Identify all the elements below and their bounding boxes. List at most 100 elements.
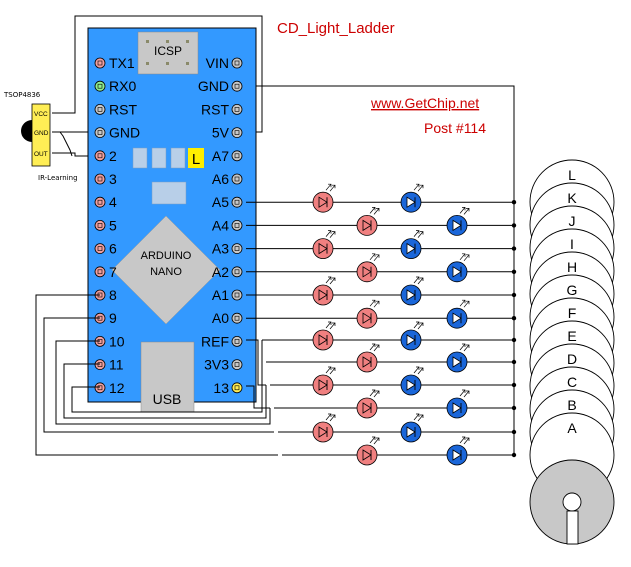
pin-label: TX1	[109, 55, 135, 71]
pin-label: 9	[109, 310, 117, 326]
pin-pad	[94, 80, 106, 92]
wire-pin-9	[43, 317, 274, 433]
wires	[52, 15, 515, 455]
usb-connector	[140, 341, 195, 413]
pin-pad	[94, 57, 106, 69]
website-link[interactable]: www.GetChip.net	[370, 95, 479, 111]
pin-pad	[94, 219, 106, 231]
blue-led-row-a1	[400, 276, 424, 306]
icsp-header	[137, 31, 199, 75]
right-pin-13: 13	[213, 380, 243, 396]
disc-letter: K	[567, 190, 577, 206]
sensor-body	[31, 103, 51, 167]
pin-pad	[231, 312, 243, 324]
pin-hole	[234, 269, 240, 275]
pin-label: A7	[212, 148, 229, 164]
disc-letter: D	[567, 351, 577, 367]
board-name-line2: NANO	[150, 266, 182, 278]
right-pin-a4: A4	[212, 217, 243, 233]
right-pin-a1: A1	[212, 287, 243, 303]
left-pin-rx0: RX0	[94, 78, 136, 94]
disc-letter: J	[569, 213, 576, 229]
blue-led-lower-0	[400, 321, 424, 351]
pin-pad	[94, 173, 106, 185]
pin-label: 7	[109, 264, 117, 280]
pin-label: GND	[198, 78, 229, 94]
pin-hole	[234, 223, 240, 228]
blue-led-row-a5	[400, 183, 424, 213]
pin-pad	[94, 359, 106, 371]
left-pin-12: 12	[94, 380, 125, 396]
right-pin-gnd: GND	[198, 78, 243, 94]
pin-hole	[234, 362, 240, 367]
junction-dot	[511, 223, 517, 228]
pin-hole	[97, 60, 103, 66]
right-pin-a6: A6	[212, 171, 243, 187]
pin-pad	[231, 196, 243, 208]
pin-label: 3	[109, 171, 117, 187]
pin-pad	[231, 382, 243, 394]
left-pin-tx1: TX1	[94, 55, 135, 71]
left-pin-11: 11	[94, 357, 124, 373]
status-led-1	[132, 147, 148, 169]
right-pin-a5: A5	[212, 194, 243, 210]
wire-pin-12	[71, 362, 263, 413]
pin-pad	[231, 289, 243, 301]
pin-hole	[234, 339, 240, 344]
arduino-nano-board: ICSP L ARDUINO NANO USB TX1RX0RSTGND2345…	[87, 27, 257, 413]
pin-pad	[231, 243, 243, 255]
pin-hole	[234, 199, 240, 205]
pin-hole	[234, 153, 240, 159]
wire-gnd-rail	[246, 85, 515, 455]
red-led-lower-5	[356, 436, 380, 466]
pin-label: RX0	[109, 78, 136, 94]
disc-letter: B	[567, 397, 576, 413]
red-led-row-a0	[356, 299, 380, 329]
disc-letter: I	[570, 236, 574, 252]
pin-hole	[234, 83, 240, 89]
pin-label: 8	[109, 287, 117, 303]
junction-dot	[511, 246, 517, 251]
right-pin-vin: VIN	[206, 55, 243, 71]
pin-pad	[231, 173, 243, 185]
pin-hole	[97, 223, 103, 228]
left-pin-4: 4	[94, 194, 117, 210]
pin-hole	[97, 246, 103, 251]
junction-dot	[511, 269, 517, 274]
blue-led-lower-5	[446, 436, 470, 466]
pin-label: 3V3	[204, 357, 229, 373]
status-led-3	[170, 147, 186, 169]
pin-label: RST	[109, 101, 137, 117]
pin-pad	[94, 382, 106, 394]
mcu-chip	[111, 215, 221, 325]
tsop-ir-sensor: TSOP4836 VCC GND OUT IR-Learning	[3, 91, 78, 182]
regulator-chip	[151, 181, 187, 205]
pin-hole	[97, 130, 103, 135]
pin-label: 11	[109, 357, 124, 373]
pin-hole	[234, 246, 240, 251]
pin-label: A4	[212, 217, 229, 233]
icsp-pins	[146, 40, 189, 65]
sensor-pin-out: OUT	[34, 151, 48, 158]
blue-led-row-a3	[400, 230, 424, 260]
disc-letter: G	[567, 282, 578, 298]
disc-letter: A	[567, 420, 577, 436]
pin-label: GND	[109, 125, 140, 141]
post-label: Post #114	[424, 120, 486, 136]
cd-disc-base	[529, 459, 615, 545]
pin-label: 6	[109, 241, 117, 257]
pin-label: A1	[212, 287, 229, 303]
board-body	[87, 27, 257, 403]
left-pin-6: 6	[94, 241, 117, 257]
pin-label: RST	[201, 101, 229, 117]
right-pin-a3: A3	[212, 241, 243, 257]
status-led-2	[151, 147, 167, 169]
junction-dot	[511, 359, 517, 365]
pin-pad	[231, 359, 243, 371]
pin-hole	[234, 60, 240, 66]
red-led-lower-3	[356, 389, 380, 419]
pin-hole	[97, 199, 103, 205]
left-pin-2: 2	[94, 148, 117, 164]
